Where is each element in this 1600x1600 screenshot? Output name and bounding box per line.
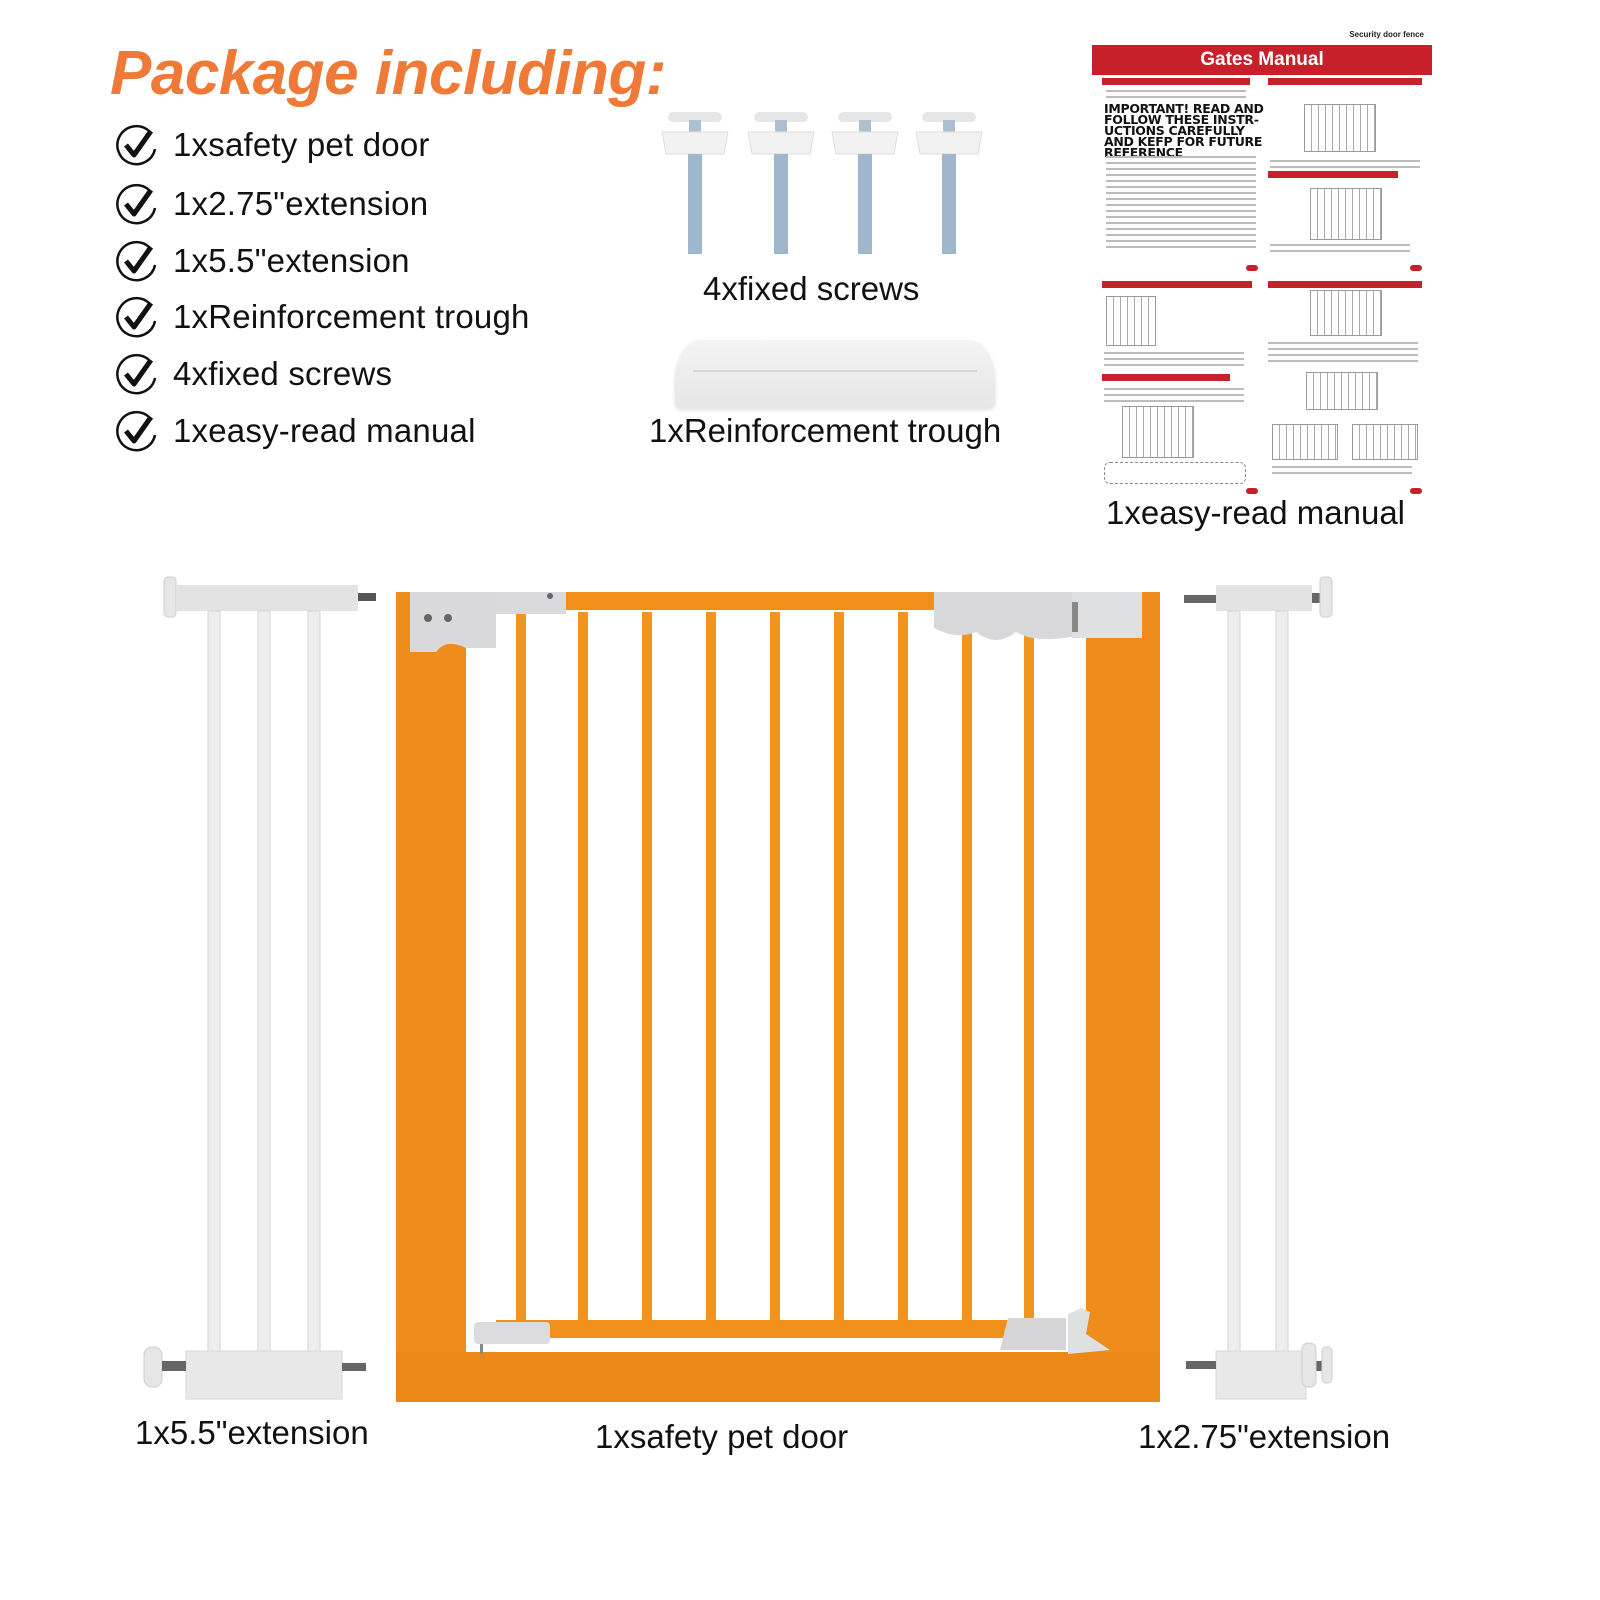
manual-image: Security door fence Gates Manual IMPORTA… [1092, 28, 1432, 506]
extension-left-caption: 1x5.5"extension [135, 1414, 369, 1451]
page-title: Package including: [110, 39, 667, 108]
checklist-item-label: 1xeasy-read manual [173, 412, 476, 449]
trough-caption: 1xReinforcement trough [649, 412, 1002, 449]
checklist-item-label: 1x5.5"extension [173, 242, 410, 279]
check-circle-icon [116, 410, 157, 452]
screw-icon [661, 112, 729, 254]
checklist-item-label: 4xfixed screws [173, 355, 393, 392]
screws-caption: 4xfixed screws [703, 270, 920, 307]
screw-icon [831, 112, 899, 254]
screw-icon [747, 112, 815, 254]
screw-icon [915, 112, 983, 254]
checklist-item: 1x5.5"extension [115, 236, 410, 286]
manual-tagline: Security door fence [1349, 30, 1424, 39]
check-circle-icon [116, 296, 157, 338]
check-circle-icon [116, 353, 157, 395]
manual-important-text: IMPORTANT! READ AND FOLLOW THESE INSTR-U… [1104, 101, 1264, 160]
check-circle-icon [116, 183, 157, 225]
checklist-item-label: 1xsafety pet door [173, 126, 430, 163]
extension-right-caption: 1x2.75"extension [1138, 1418, 1391, 1455]
check-circle-icon [116, 124, 157, 166]
safety-pet-door-image [396, 592, 1160, 1402]
extension-2-75-image [1184, 576, 1333, 1400]
checklist-item: 1x2.75"extension [115, 179, 428, 229]
checklist-item: 4xfixed screws [115, 349, 392, 399]
extension-5-5-image [143, 576, 376, 1400]
checklist-item: 1xeasy-read manual [115, 406, 476, 456]
check-circle-icon [116, 240, 157, 282]
manual-banner: Gates Manual [1092, 45, 1432, 75]
manual-caption: 1xeasy-read manual [1106, 494, 1405, 531]
gate-caption: 1xsafety pet door [595, 1418, 849, 1455]
checklist-item: 1xReinforcement trough [115, 292, 530, 342]
checklist-item: 1xsafety pet door [115, 120, 430, 170]
screws-image [660, 110, 1000, 260]
checklist-item-label: 1xReinforcement trough [173, 298, 530, 335]
checklist-item-label: 1x2.75"extension [173, 185, 429, 222]
reinforcement-trough-image [675, 340, 995, 408]
